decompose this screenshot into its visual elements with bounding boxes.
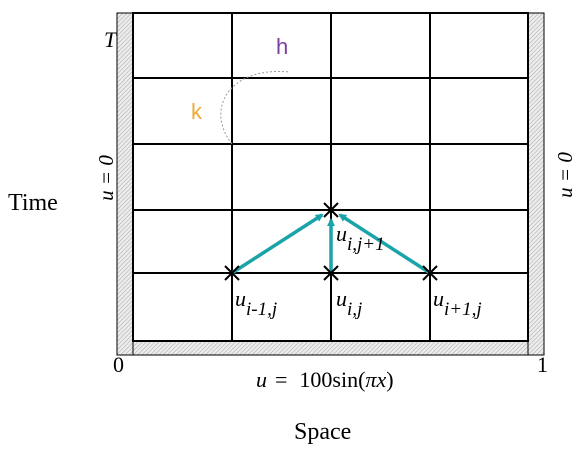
- node-right-label: ui+1,j: [433, 286, 482, 320]
- node-top-u: u: [336, 221, 347, 246]
- initial-eq: =: [275, 367, 287, 392]
- node-right-u: u: [433, 286, 444, 311]
- node-left-label: ui-1,j: [235, 286, 277, 320]
- initial-fn: 100sin(: [299, 367, 365, 392]
- node-markers: [224, 202, 438, 281]
- stencil-arrows: [231, 213, 431, 275]
- node-left-x-icon: [224, 265, 240, 281]
- dotted-arc: [220, 70, 291, 145]
- node-center-x-icon: [323, 265, 339, 281]
- arrow-right-to-top: [338, 213, 431, 275]
- bottom-boundary-wall: [132, 340, 529, 356]
- grid: [132, 12, 529, 342]
- right-boundary-label: u = 0: [553, 152, 576, 198]
- node-right-sub: i+1,j: [444, 299, 482, 320]
- node-left-sub: i-1,j: [246, 299, 277, 320]
- initial-close: ): [386, 367, 393, 392]
- node-top-x-icon: [323, 202, 339, 218]
- node-center-label: ui,j: [336, 286, 362, 320]
- node-right-x-icon: [422, 265, 438, 281]
- k-label: k: [191, 99, 203, 124]
- x-end-label: 1: [537, 352, 548, 377]
- h-label: h: [276, 34, 288, 59]
- arrow-left-to-top: [231, 213, 324, 275]
- node-top-sub: i,j+1: [347, 234, 385, 255]
- left-boundary-label: u = 0: [94, 155, 118, 201]
- node-left-u: u: [235, 286, 246, 311]
- left-boundary-wall: [116, 12, 134, 356]
- initial-u: u: [256, 367, 267, 392]
- right-boundary-wall: [527, 12, 545, 356]
- node-center-sub: i,j: [347, 299, 362, 320]
- x-origin-label: 0: [113, 352, 124, 377]
- space-label: Space: [294, 419, 351, 445]
- node-top-label: ui,j+1: [336, 221, 385, 255]
- initial-condition: u = 100sin(πx): [256, 367, 394, 392]
- t-top-label: T: [104, 27, 118, 52]
- time-label: Time: [8, 190, 58, 216]
- node-center-u: u: [336, 286, 347, 311]
- initial-pi: πx: [365, 367, 386, 392]
